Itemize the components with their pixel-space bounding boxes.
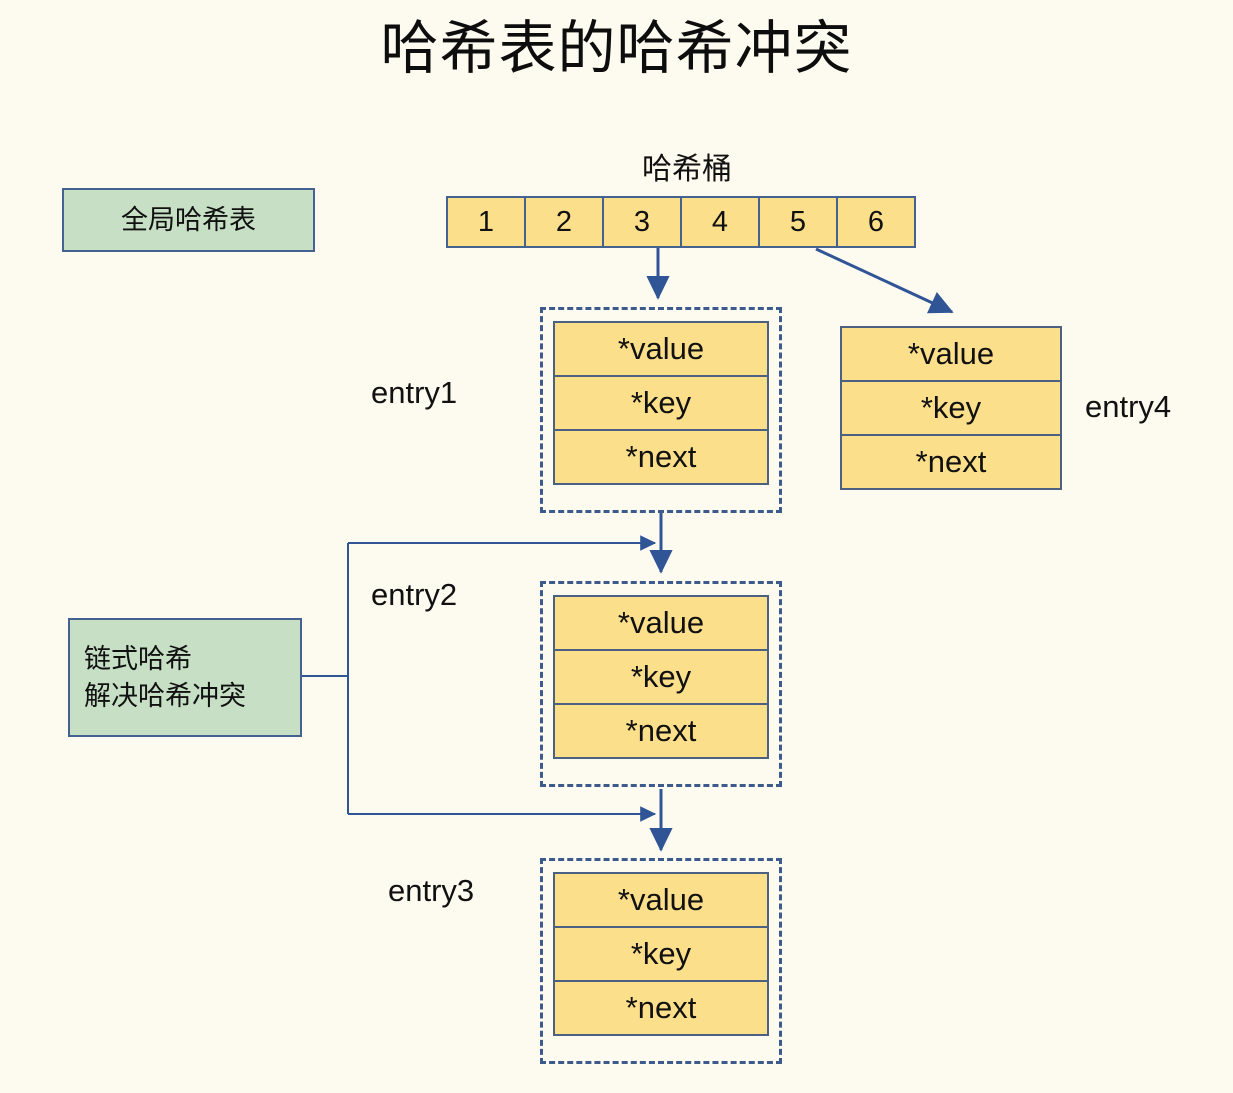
- entry3-field-value[interactable]: *value: [553, 872, 769, 928]
- entry2-field-value[interactable]: *value: [553, 595, 769, 651]
- entry3-field-key[interactable]: *key: [553, 926, 769, 982]
- entry1-node: *value *key *next: [540, 307, 782, 513]
- entry3-node: *value *key *next: [540, 858, 782, 1064]
- entry4-field-value[interactable]: *value: [840, 326, 1062, 382]
- entry4-label: entry4: [1085, 389, 1172, 424]
- connector-bucket5-to-entry4: [815, 247, 954, 314]
- entry2-field-next[interactable]: *next: [553, 703, 769, 759]
- entry2-label: entry2: [371, 577, 458, 612]
- entry4-field-key[interactable]: *key: [840, 380, 1062, 436]
- bucket-cell-3[interactable]: 3: [602, 196, 682, 248]
- entry3-field-next[interactable]: *next: [553, 980, 769, 1036]
- entry2-cells: *value *key *next: [553, 595, 769, 759]
- entry1-label: entry1: [371, 375, 458, 410]
- entry2-field-key[interactable]: *key: [553, 649, 769, 705]
- note-chained-hash: 链式哈希 解决哈希冲突: [68, 618, 302, 737]
- entry1-field-value[interactable]: *value: [553, 321, 769, 377]
- connector-chained-hash-trunk: [302, 543, 349, 814]
- hash-bucket: 1 2 3 4 5 6: [446, 196, 916, 248]
- entry4-field-next[interactable]: *next: [840, 434, 1062, 490]
- entry2-node: *value *key *next: [540, 581, 782, 787]
- bucket-cell-5[interactable]: 5: [758, 196, 838, 248]
- note-chained-hash-label: 链式哈希 解决哈希冲突: [84, 644, 246, 711]
- entry3-cells: *value *key *next: [553, 872, 769, 1036]
- page-title: 哈希表的哈希冲突: [380, 16, 853, 81]
- bucket-caption: 哈希桶: [642, 153, 732, 186]
- bucket-cell-1[interactable]: 1: [446, 196, 526, 248]
- entry4-node: *value *key *next: [840, 326, 1062, 494]
- note-global-hash-table-label: 全局哈希表: [121, 204, 256, 235]
- entry1-field-next[interactable]: *next: [553, 429, 769, 485]
- entry3-label: entry3: [388, 873, 475, 908]
- entry1-field-key[interactable]: *key: [553, 375, 769, 431]
- entry1-cells: *value *key *next: [553, 321, 769, 485]
- entry4-cells: *value *key *next: [840, 326, 1062, 490]
- bucket-cell-6[interactable]: 6: [836, 196, 916, 248]
- bucket-cell-4[interactable]: 4: [680, 196, 760, 248]
- bucket-cell-2[interactable]: 2: [524, 196, 604, 248]
- note-global-hash-table: 全局哈希表: [62, 188, 315, 252]
